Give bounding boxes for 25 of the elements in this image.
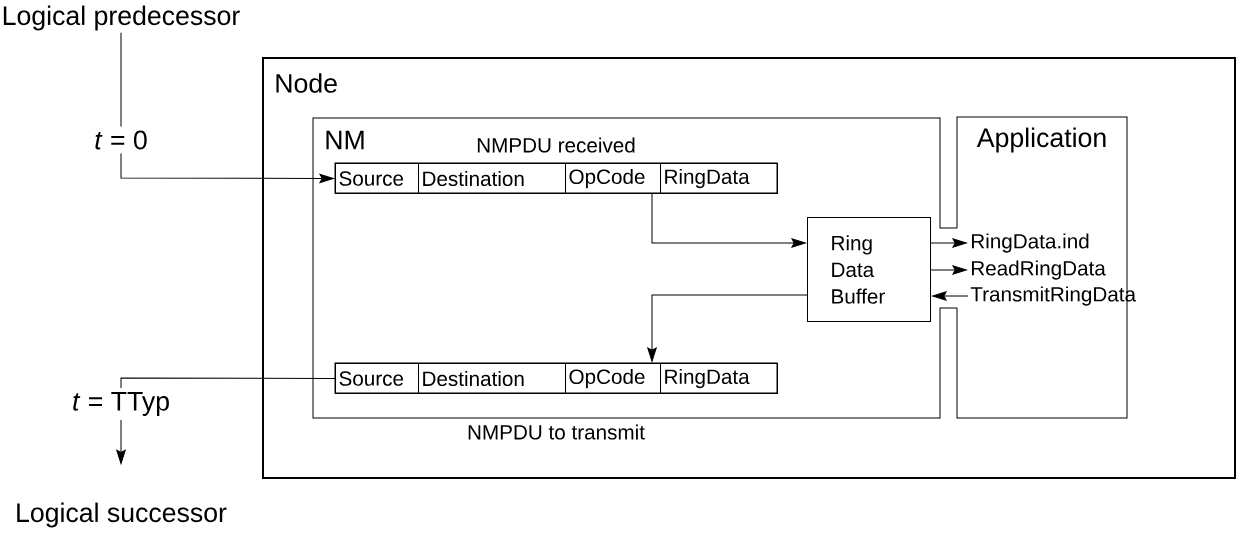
arrow [930, 238, 967, 248]
signal-label: RingData.ind [971, 233, 1089, 253]
field-cell: RingData [660, 363, 778, 394]
edge-label: t = 0 [90, 126, 152, 154]
node-label: NMPDU received [477, 137, 635, 153]
node-label: NMPDU to transmit [468, 424, 645, 440]
edge-label: t = TTyp [68, 388, 174, 420]
field-cell: OpCode [565, 163, 661, 194]
arrow [120, 32, 334, 184]
arrow [116, 377, 336, 465]
signal-label: TransmitRingData [970, 286, 1136, 306]
arrow [930, 265, 967, 275]
signal-label: ReadRingData [971, 260, 1106, 280]
field-cell: Destination [418, 363, 566, 394]
field-cell: RingData [660, 163, 778, 194]
arrow [651, 193, 806, 248]
buffer-box: Ring Data Buffer [807, 217, 931, 322]
endpoint-label: Logical predecessor [3, 5, 240, 31]
field-cell: Destination [418, 163, 566, 194]
field-cell: OpCode [565, 363, 661, 394]
arrow [647, 294, 808, 362]
arrow [932, 291, 969, 301]
endpoint-label: Logical successor [17, 502, 227, 528]
field-cell: Source [335, 363, 419, 394]
field-cell: Source [335, 163, 419, 194]
